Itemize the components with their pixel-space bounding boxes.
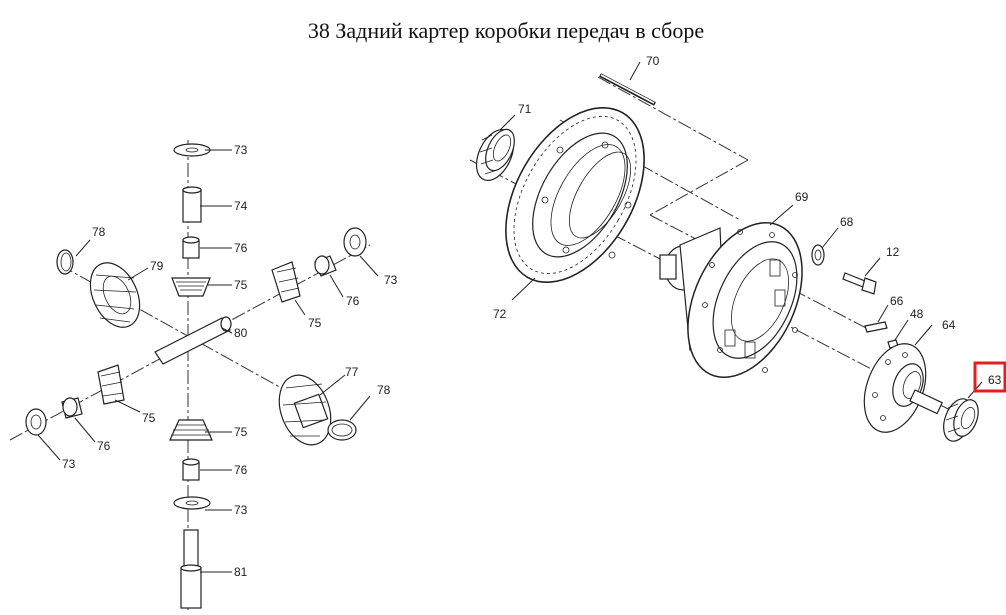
cross-shaft (154, 316, 232, 365)
label-73-left: 73 (62, 457, 76, 471)
label-73-top: 73 (234, 143, 248, 157)
bushing-top (182, 236, 200, 259)
label-73-right: 73 (384, 273, 398, 287)
highlight-box (973, 361, 1006, 393)
thrust-washer-right (343, 227, 367, 257)
label-76-left: 76 (97, 439, 111, 453)
thrust-washer-left (25, 408, 47, 436)
cross-axis-line (9, 244, 371, 441)
label-77: 77 (345, 365, 359, 379)
lock-washer (811, 244, 825, 266)
label-81: 81 (234, 565, 248, 579)
part-labels: 73 74 76 75 78 79 73 76 80 75 75 76 73 7… (62, 54, 1002, 579)
differential-housing (659, 221, 803, 379)
pinion-gear-left (97, 364, 125, 405)
side-gear-right (278, 374, 332, 446)
label-78-right: 78 (377, 383, 391, 397)
pinion-gear-bottom (169, 419, 213, 441)
leader-lines-left (37, 149, 379, 573)
snap-ring-right (327, 419, 357, 441)
pinion-gear-right (271, 261, 301, 303)
ring-gear (505, 106, 645, 284)
label-68: 68 (840, 215, 854, 229)
pin-shaft (182, 186, 202, 223)
label-72: 72 (493, 307, 507, 321)
pinion-gear-top (171, 277, 211, 297)
label-74: 74 (234, 199, 248, 213)
bolt-axis-line-2 (649, 159, 749, 216)
label-70: 70 (646, 54, 660, 68)
taper-bearing-right (943, 398, 979, 442)
hex-bolt (842, 272, 877, 295)
label-63: 63 (988, 373, 1002, 387)
output-pin (180, 529, 202, 609)
label-75-top: 75 (234, 278, 248, 292)
label-79: 79 (150, 259, 164, 273)
label-12: 12 (886, 245, 900, 259)
bushing-right (314, 255, 337, 277)
label-71: 71 (518, 102, 532, 116)
bushing-bottom (182, 458, 200, 481)
side-gear-left (89, 262, 141, 328)
taper-bearing-left (475, 128, 515, 181)
label-78-left: 78 (92, 225, 106, 239)
label-80: 80 (234, 326, 248, 340)
label-69: 69 (795, 190, 809, 204)
bushing-left (61, 397, 83, 419)
thrust-washer-bottom (173, 496, 211, 510)
label-76-top: 76 (234, 241, 248, 255)
label-73-bottom: 73 (234, 503, 248, 517)
bolt-axis-line (597, 76, 749, 161)
label-64: 64 (942, 318, 956, 332)
end-flange (863, 343, 943, 433)
label-76-bottom: 76 (234, 463, 248, 477)
lock-pin (864, 321, 888, 333)
label-66: 66 (890, 294, 904, 308)
thrust-washer-top (173, 143, 211, 157)
label-75-right: 75 (308, 316, 322, 330)
label-75-left: 75 (142, 411, 156, 425)
diagram-title: 38 Задний картер коробки передач в сборе (307, 18, 705, 43)
label-48: 48 (910, 307, 924, 321)
label-76-right: 76 (346, 294, 360, 308)
long-bolt (599, 73, 656, 106)
snap-ring-left (56, 249, 74, 275)
label-75-bottom: 75 (234, 425, 248, 439)
